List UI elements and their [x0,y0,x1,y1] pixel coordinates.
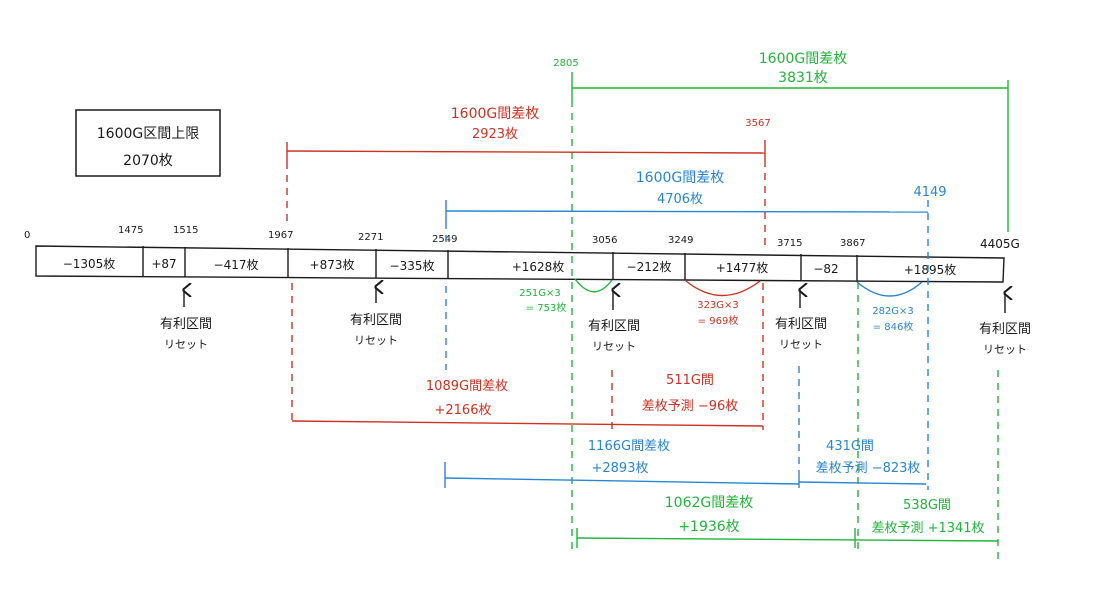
reset-label-1-line2: リセット [164,338,208,351]
segment-9: −82 [813,262,838,276]
limit-box: 1600G区間上限 2070枚 [75,109,221,177]
green-top-start-label: 2805 [553,58,578,69]
blue-top-value: 4706枚 [657,192,703,207]
blue-calc-arc [856,281,923,297]
tick-2549: 2549 [432,234,457,245]
red-calc-arc [685,280,761,297]
limit-box-line2: 2070枚 [123,153,173,169]
reset-label-5-line2: リセット [983,343,1027,356]
limit-box-frame [75,109,221,177]
red-calc-line2: = 969枚 [698,314,739,327]
green-spans [571,72,1009,560]
green-bottom-value: +1936枚 [678,519,739,535]
red-bottom-span-line [291,420,764,427]
reset-label-3-line1: 有利区間 [588,319,640,334]
red-labels: 1600G間差枚 2923枚 3567 323G×3 = 969枚 1089G間… [426,106,771,418]
red-calc-line1: 323G×3 [697,300,739,311]
blue-bottom-value: +2893枚 [592,461,649,476]
tick-labels: 0 1475 1515 1967 2271 2549 3056 3249 371… [24,225,1020,251]
blue-spans [444,200,929,490]
blue-labels: 1600G間差枚 4706枚 4149 282G×3 = 846枚 1166G間… [588,170,947,476]
blue-bottom-title: 1166G間差枚 [588,439,670,454]
reset-markers [184,287,1005,313]
green-bottom-title: 1062G間差枚 [665,495,753,511]
tick-4405: 4405G [980,237,1020,251]
reset-label-1-line1: 有利区間 [160,317,212,332]
tick-1475: 1475 [118,225,143,236]
green-pred-value: 差枚予測 +1341枚 [871,521,984,536]
reset-label-2-line2: リセット [354,334,398,347]
tick-2271: 2271 [358,232,383,243]
segment-8: +1477枚 [716,260,769,275]
segment-4: +873枚 [310,257,355,272]
reset-label-4-line2: リセット [779,338,823,351]
green-top-title: 1600G間差枚 [759,51,847,67]
tick-3056: 3056 [592,235,617,246]
red-top-span-line [286,150,766,154]
green-pred-title: 538G間 [903,498,951,513]
blue-calc-line2: = 846枚 [873,320,914,333]
red-spans [286,140,766,430]
segment-5: −335枚 [390,258,435,273]
red-top-title: 1600G間差枚 [451,106,539,122]
red-pred-title: 511G間 [666,373,714,388]
blue-bottom-span-line [444,477,800,485]
segment-6: +1628枚 [512,259,565,274]
tick-0: 0 [24,230,30,241]
blue-pred-title: 431G間 [826,439,874,454]
tick-3867: 3867 [840,238,865,249]
reset-labels: 有利区間 リセット 有利区間 リセット 有利区間 リセット 有利区間 リセット … [160,313,1031,356]
limit-box-line1: 1600G区間上限 [97,126,199,142]
green-calc-line1: 251G×3 [519,288,561,299]
red-bottom-title: 1089G間差枚 [426,379,508,394]
segment-7: −212枚 [627,259,672,274]
reset-label-2-line1: 有利区間 [350,313,402,328]
blue-top-title: 1600G間差枚 [636,170,724,186]
red-pred-value: 差枚予測 −96枚 [642,399,739,414]
green-labels: 2805 1600G間差枚 3831枚 251G×3 = 753枚 1062G間… [519,51,984,536]
reset-label-5-line1: 有利区間 [979,322,1031,337]
tick-3249: 3249 [668,235,693,246]
blue-pred-value: 差枚予測 −823枚 [816,461,921,476]
reset-label-4-line1: 有利区間 [775,317,827,332]
segment-2: +87 [151,257,176,271]
segment-1: −1305枚 [63,256,116,271]
segment-3: −417枚 [214,257,259,272]
blue-top-end-label: 4149 [913,185,946,200]
green-bottom-span-line [576,537,999,542]
blue-top-span-line [445,210,929,213]
reset-label-3-line2: リセット [592,340,636,353]
red-top-end-label: 3567 [745,118,770,129]
green-top-value: 3831枚 [778,70,828,86]
segment-values: −1305枚 +87 −417枚 +873枚 −335枚 +1628枚 −212… [63,256,957,277]
tick-1967: 1967 [268,230,293,241]
tick-1515: 1515 [173,225,198,236]
blue-calc-line1: 282G×3 [872,306,914,317]
timeline-bar [35,245,1005,283]
blue-pred-span-line [798,481,927,485]
green-calc-line2: = 753枚 [526,301,567,314]
segment-10: +1895枚 [904,262,957,277]
green-calc-arc [574,278,613,293]
timeline-outline [35,245,1005,283]
red-top-value: 2923枚 [472,127,518,142]
red-bottom-value: +2166枚 [435,403,492,418]
tick-3715: 3715 [777,238,802,249]
